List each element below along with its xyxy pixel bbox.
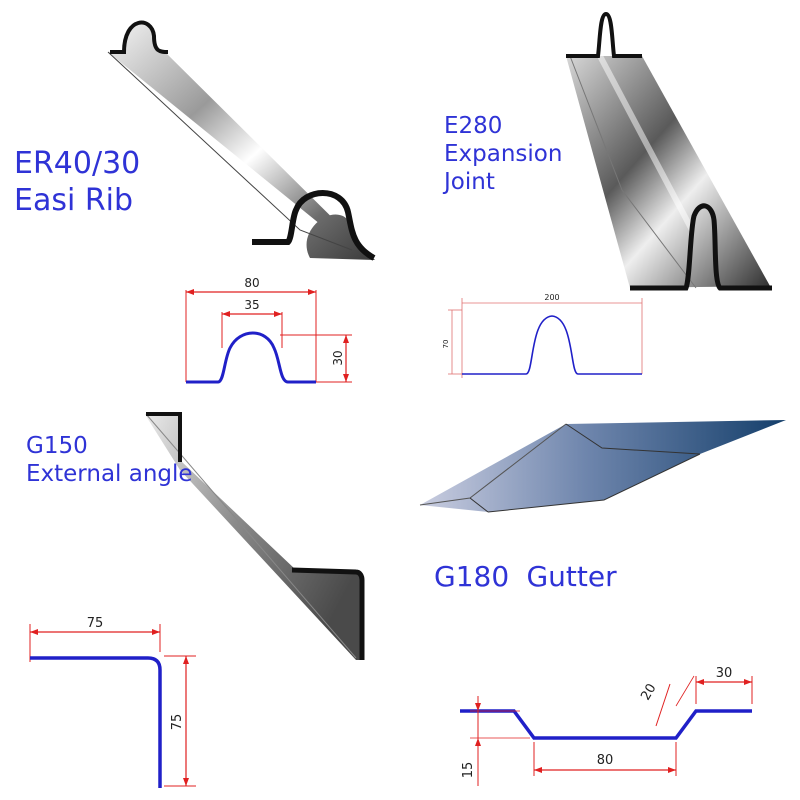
easi-rib-label: ER40/30 Easi Rib	[14, 146, 140, 219]
er-rib-dim: 35	[244, 298, 259, 312]
er-width-dim: 80	[244, 276, 259, 290]
g180-depth-dim: 15	[461, 762, 476, 779]
gutter-profile-drawing: 30 20 80 15	[460, 666, 753, 786]
e280-height-dim: 70	[442, 340, 450, 349]
external-angle-code: G150	[26, 433, 88, 459]
expansion-joint-3d-render	[566, 11, 772, 291]
external-angle-profile-drawing: 75 75	[29, 616, 196, 788]
g150-horizontal-dim: 75	[87, 616, 104, 631]
gutter-3d-render	[419, 420, 786, 513]
gutter-code: G180	[434, 560, 510, 593]
expansion-joint-profile-drawing: 200 70	[442, 293, 643, 378]
g150-vertical-dim: 75	[170, 714, 185, 731]
expansion-joint-name-1: Expansion	[444, 141, 563, 168]
easi-rib-name: Easi Rib	[14, 182, 134, 218]
er-height-dim: 30	[331, 350, 345, 365]
g180-top-dim: 30	[716, 666, 733, 681]
expansion-joint-label: E280 Expansion Joint	[444, 112, 562, 196]
external-angle-label: G150 External angle	[26, 432, 193, 488]
gutter-name: Gutter	[526, 560, 617, 593]
gutter-label: G180 Gutter	[434, 560, 617, 594]
g180-slope-dim: 20	[638, 681, 659, 703]
e280-width-dim: 200	[544, 293, 559, 302]
external-angle-name: External angle	[26, 461, 193, 488]
easi-rib-code: ER40/30	[14, 146, 141, 181]
easi-rib-3d-render	[107, 20, 376, 261]
g180-base-dim: 80	[597, 753, 614, 768]
expansion-joint-name-2: Joint	[444, 169, 495, 196]
external-angle-3d-render	[145, 412, 365, 660]
expansion-joint-code: E280	[444, 113, 503, 139]
easi-rib-profile-drawing: 80 35 30	[185, 276, 352, 384]
